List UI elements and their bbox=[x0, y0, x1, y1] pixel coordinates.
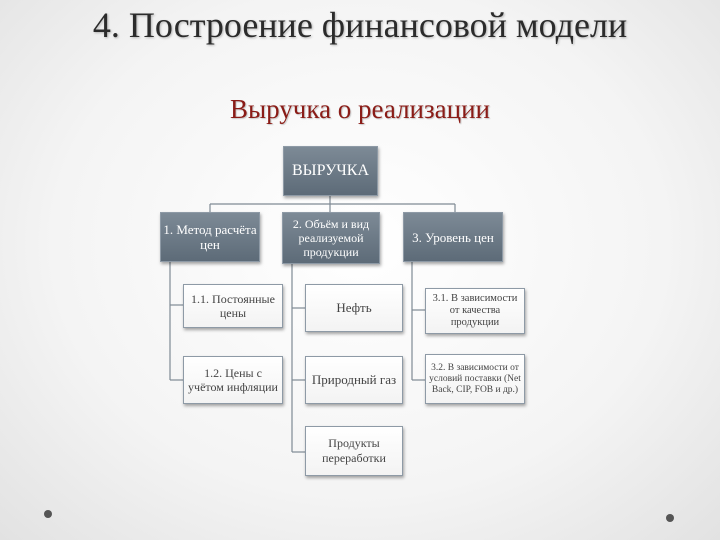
branch3-child-1: 3.1. В зависимости от качества продукции bbox=[425, 288, 525, 334]
slide-subtitle: Выручка о реализации bbox=[229, 94, 491, 124]
branch2-child-3: Продукты переработки bbox=[305, 426, 403, 476]
branch3-child-1-label: 3.1. В зависимости от качества продукции bbox=[432, 293, 518, 328]
root-node-label: ВЫРУЧКА bbox=[291, 162, 370, 179]
root-node: ВЫРУЧКА bbox=[283, 146, 378, 196]
corner-dot-right bbox=[666, 514, 674, 522]
branch2-label: 2. Объём и вид реализуемой продукции bbox=[292, 217, 370, 259]
branch2-child-1: Нефть bbox=[305, 284, 403, 332]
branch2-child-1-label: Нефть bbox=[336, 300, 372, 315]
branch3-node: 3. Уровень цен bbox=[403, 212, 503, 262]
branch2-child-2: Природный газ bbox=[305, 356, 403, 404]
branch1-child-2: 1.2. Цены с учётом инфляции bbox=[183, 356, 283, 404]
branch1-child-1: 1.1. Постоянные цены bbox=[183, 284, 283, 328]
corner-dot-left bbox=[44, 510, 52, 518]
branch2-node: 2. Объём и вид реализуемой продукции bbox=[282, 212, 380, 264]
branch1-child-2-label: 1.2. Цены с учётом инфляции bbox=[188, 366, 278, 394]
branch2-child-2-label: Природный газ bbox=[311, 372, 397, 387]
branch2-child-3-label: Продукты переработки bbox=[322, 436, 386, 465]
branch3-child-2: 3.2. В зависимости от условий поставки (… bbox=[425, 354, 525, 404]
branch1-node: 1. Метод расчёта цен bbox=[160, 212, 260, 262]
branch3-child-2-label: 3.2. В зависимости от условий поставки (… bbox=[429, 362, 521, 395]
branch1-child-1-label: 1.1. Постоянные цены bbox=[191, 292, 275, 320]
branch1-label: 1. Метод расчёта цен bbox=[163, 222, 257, 252]
branch3-label: 3. Уровень цен bbox=[412, 229, 494, 245]
slide-title: 4. Построение финансовой модели bbox=[92, 5, 628, 45]
